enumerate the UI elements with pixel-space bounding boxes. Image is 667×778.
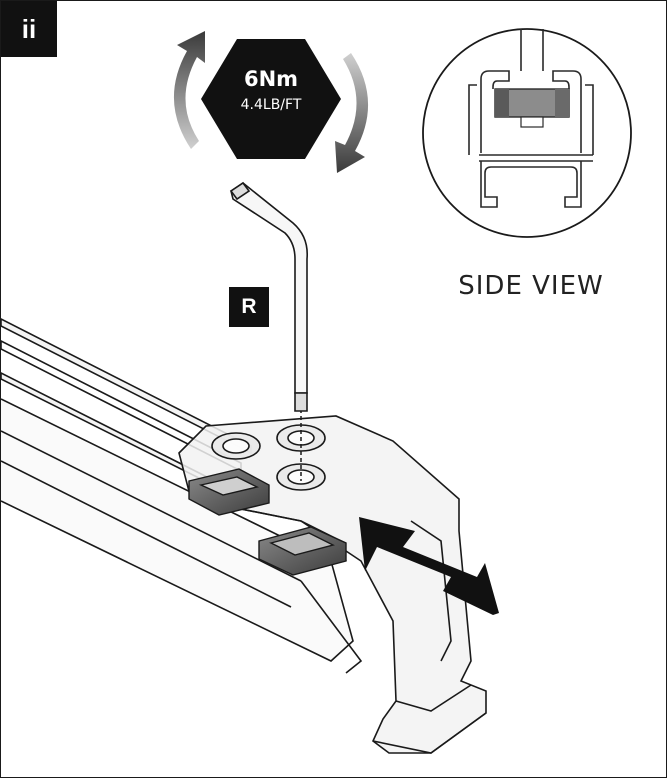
tool-badge: R xyxy=(229,287,269,327)
crossbar xyxy=(1,318,363,674)
step-badge: ii xyxy=(1,1,57,57)
rotation-arrows-icon xyxy=(173,31,369,173)
torque-imperial: 4.4LB/FT xyxy=(240,97,302,113)
torque-hexagon xyxy=(201,39,341,159)
t-bolt-blocks xyxy=(188,468,347,576)
push-arrow-icon xyxy=(359,517,499,615)
side-view-caption: SIDE VIEW xyxy=(458,271,604,301)
side-view-inset xyxy=(422,28,632,238)
hex-key-icon xyxy=(229,181,309,412)
torque-value: 6Nm xyxy=(243,67,299,91)
